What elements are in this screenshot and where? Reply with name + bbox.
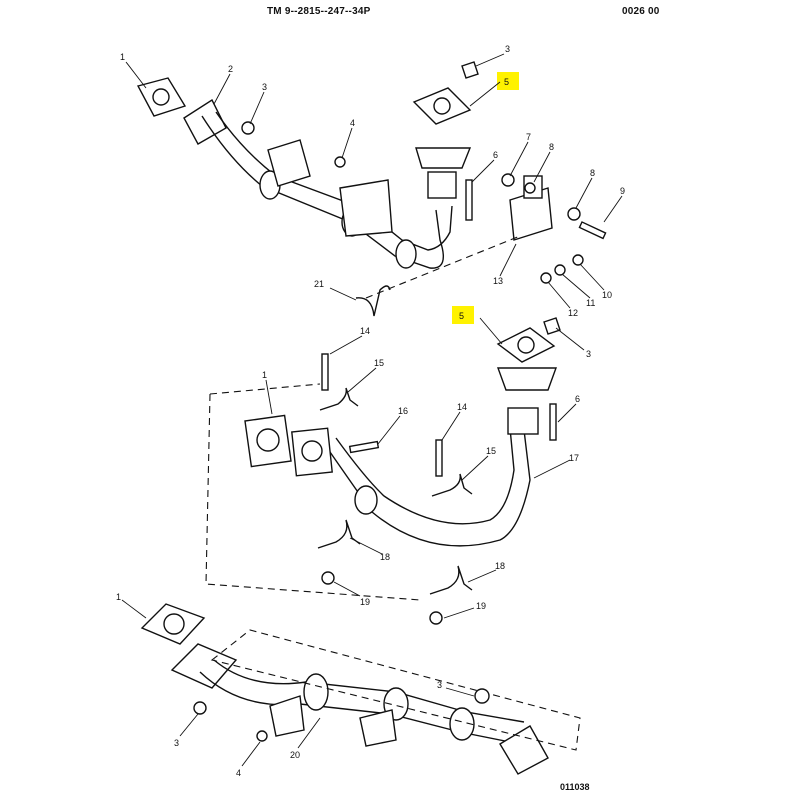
callout-3: 3 bbox=[437, 680, 442, 690]
callout-8: 8 bbox=[549, 142, 554, 152]
clamp-part-15-left bbox=[319, 387, 359, 411]
callout-10: 10 bbox=[602, 290, 612, 300]
nut-part-3-bottom-right bbox=[474, 688, 490, 704]
bolt-part-6-middle bbox=[549, 403, 557, 441]
callout-3: 3 bbox=[586, 349, 591, 359]
exhaust-pipe-part-20 bbox=[170, 643, 549, 775]
gasket-part-1-top bbox=[136, 77, 187, 117]
callout-15: 15 bbox=[374, 358, 384, 368]
gasket-part-5-top bbox=[412, 87, 472, 125]
washer-part-11 bbox=[554, 264, 566, 276]
clamp-part-18-left bbox=[317, 519, 361, 549]
nut-part-7 bbox=[501, 173, 515, 187]
callout-6: 6 bbox=[493, 150, 498, 160]
callout-7: 7 bbox=[526, 132, 531, 142]
nut-part-3-top-right bbox=[461, 61, 479, 79]
callout-18: 18 bbox=[380, 552, 390, 562]
nut-part-3-bottom-left bbox=[193, 701, 207, 715]
bolt-part-14-left bbox=[321, 353, 329, 391]
callout-4: 4 bbox=[350, 118, 355, 128]
bolt-part-14-right bbox=[435, 439, 443, 477]
callout-8: 8 bbox=[590, 168, 595, 178]
nut-part-19-left bbox=[321, 571, 335, 585]
callout-19: 19 bbox=[360, 597, 370, 607]
callout-12: 12 bbox=[568, 308, 578, 318]
callout-5: 5 bbox=[504, 77, 509, 87]
washer-part-8-left bbox=[524, 182, 536, 194]
callout-5-highlight-middle bbox=[452, 306, 474, 324]
callout-5: 5 bbox=[459, 311, 464, 321]
callout-1: 1 bbox=[120, 52, 125, 62]
nut-part-3-top-left bbox=[241, 121, 255, 135]
callout-16: 16 bbox=[398, 406, 408, 416]
clamp-part-15-right bbox=[431, 473, 473, 497]
leader-lines bbox=[121, 53, 623, 767]
callout-9: 9 bbox=[620, 186, 625, 196]
nut-part-10 bbox=[572, 254, 584, 266]
figure-identifier: 011038 bbox=[560, 782, 590, 792]
flange-middle bbox=[291, 427, 333, 477]
callout-21: 21 bbox=[314, 279, 324, 289]
callout-14: 14 bbox=[457, 402, 467, 412]
gasket-part-1-middle bbox=[244, 414, 292, 468]
callout-17: 17 bbox=[569, 453, 579, 463]
callout-numbers: 1 2 3 3 5 4 6 7 8 8 9 10 11 12 13 21 5 3… bbox=[116, 44, 625, 778]
clamp-part-18-right bbox=[429, 565, 473, 595]
callout-19: 19 bbox=[476, 601, 486, 611]
document-number: TM 9--2815--247--34P bbox=[267, 6, 371, 17]
gasket-part-5-middle bbox=[496, 327, 556, 363]
page-reference: 0026 00 bbox=[622, 6, 660, 17]
u-bolt-part-21 bbox=[355, 285, 391, 317]
callout-2: 2 bbox=[228, 64, 233, 74]
callout-20: 20 bbox=[290, 750, 300, 760]
callout-18: 18 bbox=[495, 561, 505, 571]
washer-part-8-right bbox=[567, 207, 581, 221]
washer-part-12 bbox=[540, 272, 552, 284]
callout-13: 13 bbox=[493, 276, 503, 286]
callout-3: 3 bbox=[505, 44, 510, 54]
callout-6: 6 bbox=[575, 394, 580, 404]
nut-part-4-top bbox=[334, 156, 346, 168]
nut-part-19-right bbox=[429, 611, 443, 625]
callout-15: 15 bbox=[486, 446, 496, 456]
bolt-part-6-top bbox=[465, 179, 473, 221]
exhaust-pipe-assembly-top bbox=[183, 98, 472, 269]
exhaust-pipe-part-17 bbox=[329, 367, 557, 547]
callout-1: 1 bbox=[262, 370, 267, 380]
callout-3: 3 bbox=[262, 82, 267, 92]
nut-part-4-bottom bbox=[256, 730, 268, 742]
callout-14: 14 bbox=[360, 326, 370, 336]
callout-1: 1 bbox=[116, 592, 121, 602]
callout-5-highlight-top bbox=[497, 72, 519, 90]
gasket-part-1-bottom bbox=[140, 603, 206, 645]
bolt-part-9 bbox=[578, 221, 607, 240]
callout-11: 11 bbox=[586, 298, 595, 308]
callout-3: 3 bbox=[174, 738, 179, 748]
nut-part-3-middle bbox=[543, 317, 561, 335]
bolt-part-16 bbox=[348, 440, 380, 454]
callout-4: 4 bbox=[236, 768, 241, 778]
